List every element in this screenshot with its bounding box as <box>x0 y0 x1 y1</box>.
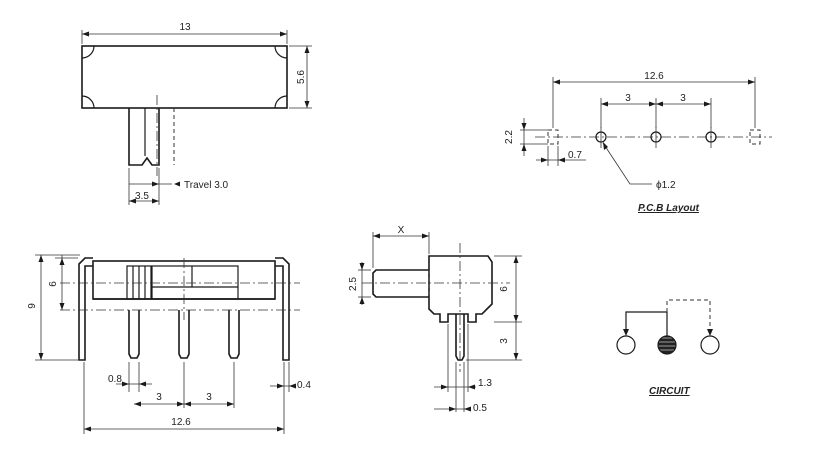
front-pitch-right: 3 <box>206 392 212 403</box>
side-pin-thickness-dim: 0.5 <box>473 403 487 414</box>
front-pin-width-dim: 0.8 <box>108 374 122 385</box>
side-body-height: 6 <box>499 286 510 292</box>
front-overall-dim: 12.6 <box>171 417 191 428</box>
front-pitch-left: 3 <box>156 392 162 403</box>
front-tab-width-dim: 0.4 <box>297 380 311 391</box>
actuator-width-dim: 3.5 <box>135 191 149 202</box>
side-view: X 2.5 6 3 1.3 0.5 <box>348 225 522 414</box>
pcb-layout-title: P.C.B Layout <box>638 203 700 214</box>
pcb-slot-width: 0.7 <box>568 150 582 161</box>
side-pin-width-dim: 1.3 <box>478 378 492 389</box>
side-x-label: X <box>398 225 405 236</box>
pcb-hole-label: ϕ1.2 <box>656 180 676 191</box>
front-height-dim: 9 <box>27 303 38 309</box>
circuit-title: CIRCUIT <box>649 386 690 397</box>
front-body-dim: 6 <box>48 281 59 287</box>
pcb-layout: 12.6 3 3 2.2 0.7 <box>504 71 772 214</box>
side-actuator-height: 2.5 <box>348 277 359 291</box>
travel-label: Travel 3.0 <box>184 180 229 191</box>
pcb-slot-height: 2.2 <box>504 130 515 144</box>
pcb-pitch-left: 3 <box>625 93 631 104</box>
side-pin-length: 3 <box>499 338 510 344</box>
circuit-diagram: CIRCUIT <box>616 299 720 397</box>
pcb-overall-dim: 12.6 <box>644 71 664 82</box>
top-width-dim: 13 <box>179 22 191 33</box>
front-view: 9 6 0.8 3 3 0.4 12.6 <box>27 254 311 434</box>
top-view: 13 5.6 3.5 Travel 3.0 <box>81 22 312 205</box>
pcb-pitch-right: 3 <box>680 93 686 104</box>
top-height-dim: 5.6 <box>296 70 307 84</box>
